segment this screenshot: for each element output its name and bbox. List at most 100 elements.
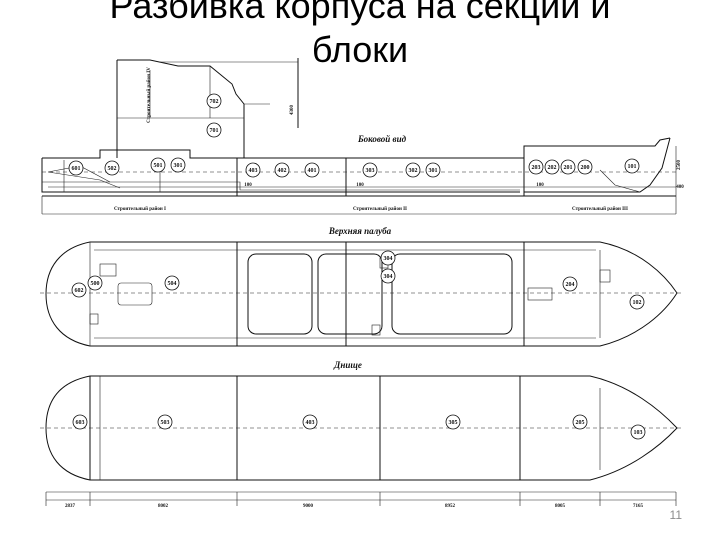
side-dim: 4300 — [290, 105, 295, 116]
section-bubble-circle — [68, 160, 84, 176]
section-bubble-label: 500 — [91, 281, 100, 287]
section-bubble-circle — [302, 414, 318, 430]
side-view-title: Боковой вид — [357, 134, 407, 144]
section-bubble-label: 702 — [210, 99, 219, 105]
section-bubble-label: 403 — [306, 420, 315, 426]
section-bubble-circle — [629, 294, 645, 310]
section-bubble: 200 — [577, 159, 593, 175]
section-bubble: 205 — [572, 414, 588, 430]
section-bubble-label: 403 — [249, 168, 258, 174]
section-bubble-label: 301 — [174, 163, 183, 169]
section-bubble: 504 — [164, 275, 180, 291]
section-bubble: 502 — [104, 160, 120, 176]
section-bubble: 501 — [150, 157, 166, 173]
section-bubble-label: 502 — [108, 166, 117, 172]
section-bubble: 204 — [562, 276, 578, 292]
section-bubble-circle — [170, 157, 186, 173]
section-bubble-circle — [405, 162, 421, 178]
section-bubble: 702 — [206, 93, 222, 109]
section-bubble-circle — [274, 162, 290, 178]
section-bubble: 202 — [544, 159, 560, 175]
section-bubble: 101 — [624, 158, 640, 174]
bottom-bubbles: 603 503 403 305 205 103 — [72, 414, 646, 440]
section-bubble-label: 301 — [429, 168, 438, 174]
bottom-dim: 8952 — [445, 504, 456, 509]
section-bubble: 503 — [157, 414, 173, 430]
section-bubble-label: 200 — [581, 165, 590, 171]
side-bubbles: 601 502 501 301 403 402 401 303 302 301 203 202 201 2… — [68, 93, 640, 178]
section-bubble-circle — [560, 159, 576, 175]
slide-title-line-1: Разбивка корпуса на секции и — [109, 0, 611, 26]
region-label: Строительный район I — [114, 207, 166, 212]
section-bubble-circle — [425, 162, 441, 178]
section-bubble-circle — [245, 162, 261, 178]
section-bubble: 500 — [87, 275, 103, 291]
section-bubble-label: 501 — [154, 163, 163, 169]
section-bubble: 304 — [380, 268, 396, 284]
side-dim: 400 — [676, 185, 684, 190]
section-bubble-circle — [624, 158, 640, 174]
section-bubble-circle — [577, 159, 593, 175]
slide-number: 11 — [669, 508, 682, 522]
section-bubble: 403 — [302, 414, 318, 430]
section-bubble-circle — [87, 275, 103, 291]
side-dim: 100 — [536, 183, 544, 188]
section-bubble-circle — [150, 157, 166, 173]
region-label: Строительный район IV — [147, 67, 152, 123]
section-bubble: 701 — [206, 122, 222, 138]
section-bubble-label: 205 — [576, 420, 585, 426]
section-bubble-label: 503 — [161, 420, 170, 426]
section-bubble-circle — [380, 268, 396, 284]
section-bubble-label: 103 — [634, 430, 643, 436]
section-bubble-label: 303 — [366, 168, 375, 174]
section-bubble-label: 102 — [633, 300, 642, 306]
section-bubble: 301 — [170, 157, 186, 173]
section-bubble: 401 — [304, 162, 320, 178]
section-bubble: 601 — [68, 160, 84, 176]
section-bubble: 305 — [445, 414, 461, 430]
section-bubble-label: 203 — [532, 165, 541, 171]
side-dim: 2500 — [677, 160, 682, 171]
section-bubble: 103 — [630, 424, 646, 440]
section-bubble-circle — [362, 162, 378, 178]
section-bubble-label: 402 — [278, 168, 287, 174]
section-bubble: 301 — [425, 162, 441, 178]
slide-title: Разбивка корпуса на секции и блоки — [0, 0, 720, 72]
section-bubble: 303 — [362, 162, 378, 178]
section-bubble-label: 305 — [449, 420, 458, 426]
section-bubble-circle — [72, 414, 88, 430]
section-bubble-label: 603 — [76, 420, 85, 426]
section-bubble-label: 701 — [210, 128, 219, 134]
section-bubble-label: 601 — [72, 166, 81, 172]
bottom-dim: 9000 — [303, 504, 314, 509]
section-bubble-label: 202 — [548, 165, 557, 171]
section-bubble-label: 304 — [384, 274, 393, 280]
section-bubble: 603 — [72, 414, 88, 430]
side-dim: 100 — [356, 183, 364, 188]
section-bubble-circle — [206, 122, 222, 138]
bottom-dim: 8002 — [158, 504, 169, 509]
section-bubble-circle — [572, 414, 588, 430]
section-bubble: 201 — [560, 159, 576, 175]
section-bubble-label: 201 — [564, 165, 573, 171]
bottom-dim: 2837 — [65, 504, 76, 509]
region-label: Строительный район III — [572, 207, 628, 212]
section-bubble-circle — [445, 414, 461, 430]
section-bubble-label: 602 — [75, 288, 84, 294]
section-bubble-circle — [528, 159, 544, 175]
side-view: Боковой вид 100 100 100 2500 4300 400 Ст… — [41, 58, 684, 215]
section-bubble: 403 — [245, 162, 261, 178]
section-bubble: 302 — [405, 162, 421, 178]
section-bubble: 203 — [528, 159, 544, 175]
bottom-view: Днище 2837 8002 9000 8952 8005 7165 — [40, 360, 684, 509]
section-bubble-circle — [630, 424, 646, 440]
region-label: Строительный район II — [353, 207, 407, 212]
section-bubble-circle — [157, 414, 173, 430]
bottom-dim: 8005 — [555, 504, 566, 509]
section-bubble-label: 101 — [628, 164, 637, 170]
slide-title-line-2: блоки — [311, 29, 409, 70]
upper-deck-view: Верхняя палуба — [40, 226, 684, 347]
section-bubble-label: 401 — [308, 168, 317, 174]
upper-deck-title: Верхняя палуба — [328, 226, 392, 236]
